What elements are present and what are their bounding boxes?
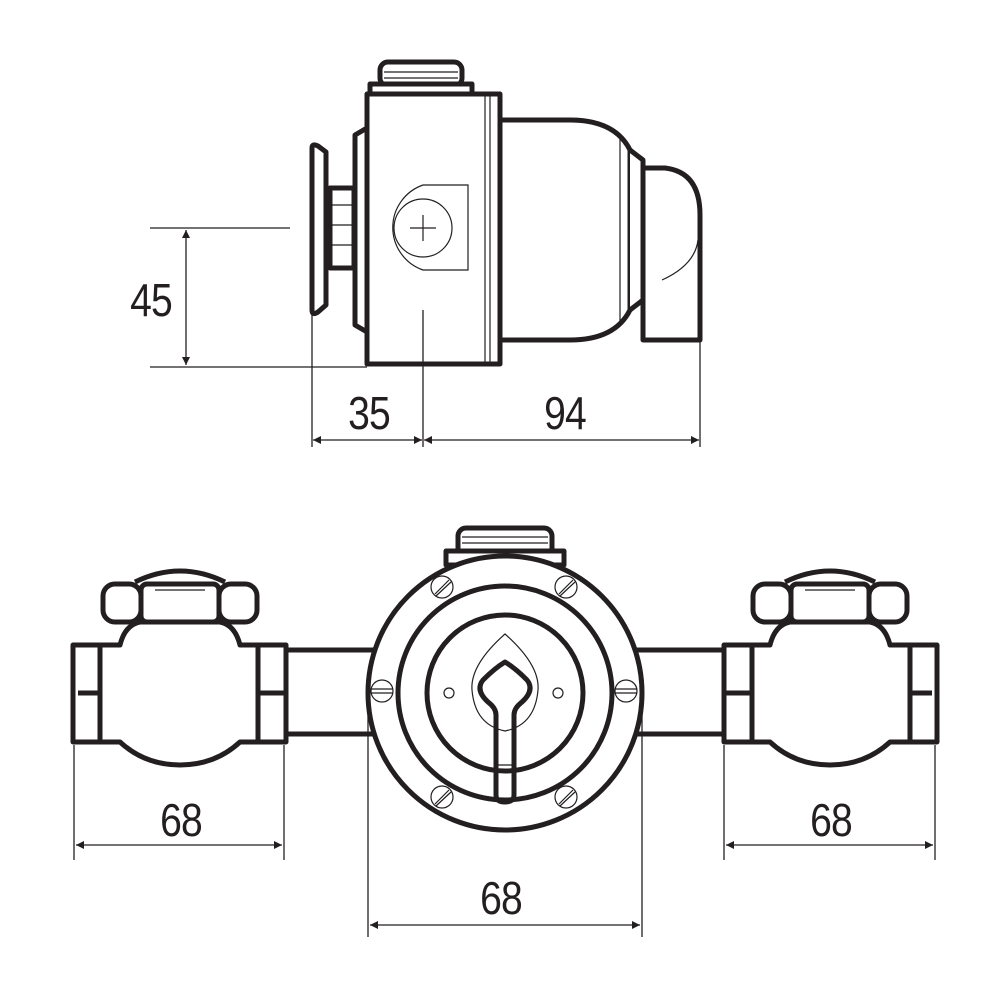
lever-handle [477,659,533,805]
dim-right-valve-label: 68 [810,794,853,846]
dim-center-body-label: 68 [480,872,523,924]
knob-plate [309,125,369,335]
screw-icons [370,575,638,809]
dome-housing [497,117,646,343]
dim-height-label: 45 [130,274,173,326]
right-valve [721,568,940,768]
front-view [70,525,940,833]
body-box [364,91,503,367]
elbow-outlet [640,165,703,343]
right-pipe [632,647,728,737]
left-pipe [282,647,378,737]
front-dimensions [73,700,936,937]
side-dimensions [150,227,701,447]
side-view [309,59,703,367]
top-cap [367,59,475,97]
dim-right-label: 94 [544,387,587,439]
dim-left-label: 35 [348,387,391,439]
dim-left-valve-label: 68 [160,794,203,846]
center-body [365,525,645,833]
screw-plus-icon [393,198,453,258]
left-valve [70,568,289,768]
